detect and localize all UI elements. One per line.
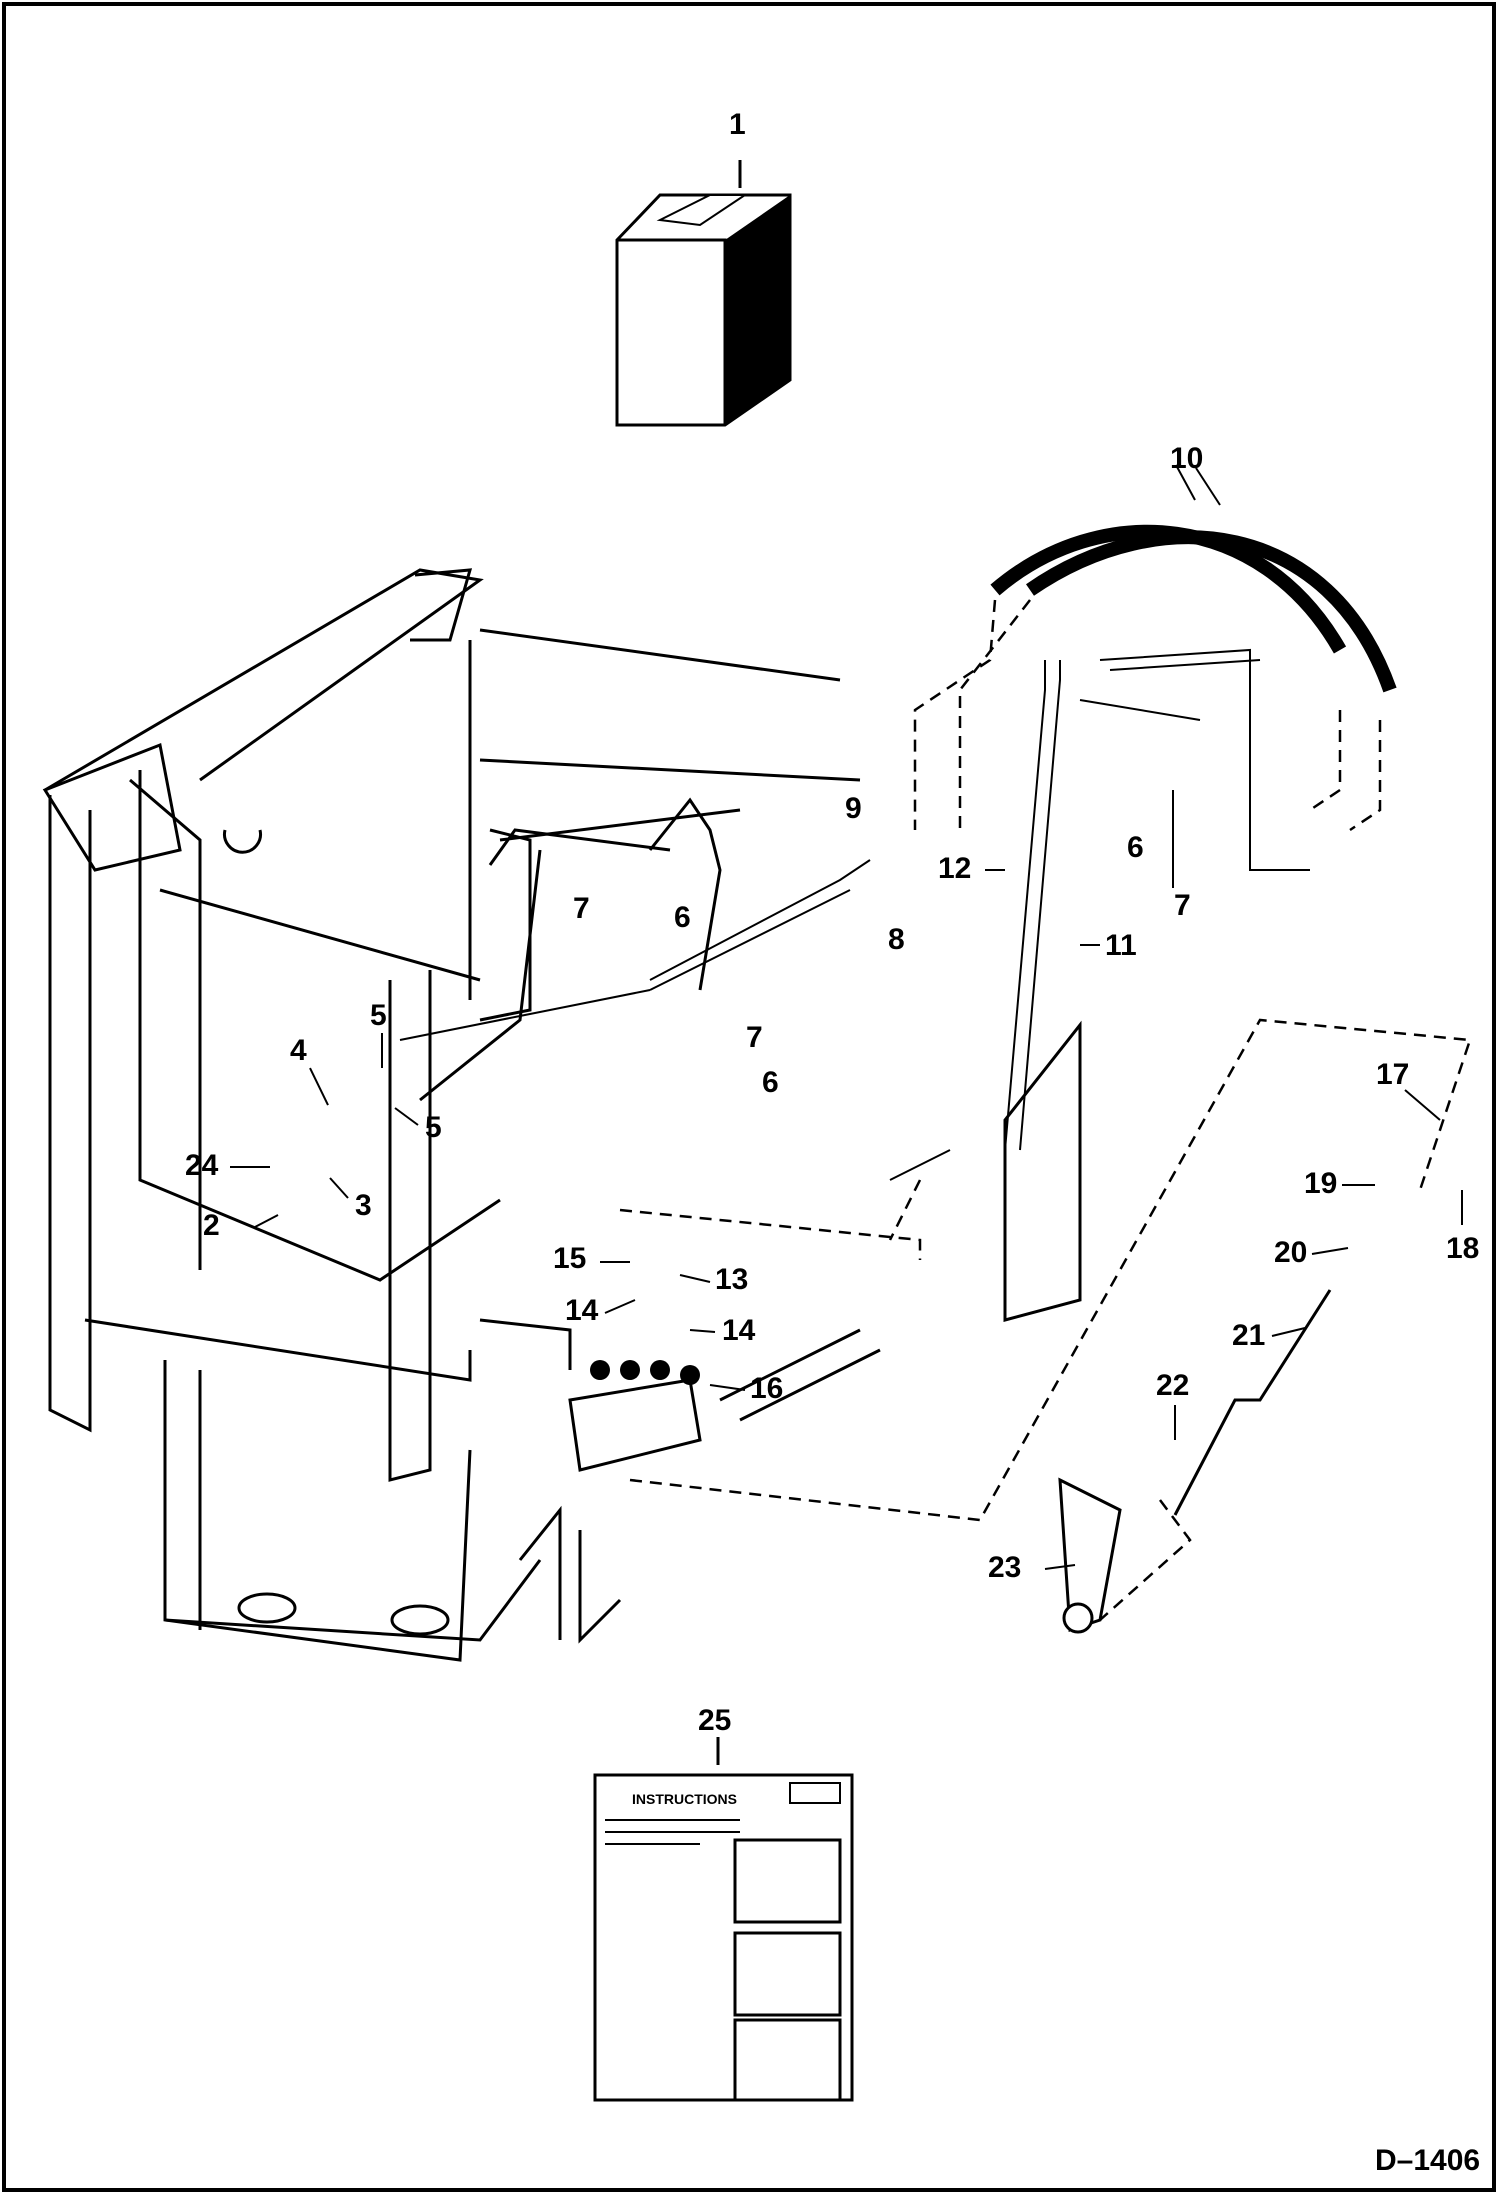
part-25-instruction-sheet: INSTRUCTIONS bbox=[593, 1737, 854, 2102]
drawing-id: D–1406 bbox=[1375, 2144, 1480, 2177]
callout-labels: 1 2 3 4 5 5 6 6 6 7 7 7 8 9 10 11 12 13 … bbox=[185, 108, 1479, 1737]
callout-12: 12 bbox=[938, 852, 971, 885]
callout-18: 18 bbox=[1446, 1232, 1479, 1265]
callout-7b: 7 bbox=[746, 1021, 763, 1054]
callout-21: 21 bbox=[1232, 1319, 1265, 1352]
instructions-title: INSTRUCTIONS bbox=[632, 1791, 737, 1807]
callout-22: 22 bbox=[1156, 1369, 1189, 1402]
callout-4: 4 bbox=[290, 1034, 307, 1067]
part-23-collar bbox=[1062, 1602, 1094, 1634]
callout-14b: 14 bbox=[722, 1314, 756, 1347]
callout-2: 2 bbox=[203, 1209, 220, 1242]
callout-9: 9 bbox=[845, 792, 862, 825]
callout-3: 3 bbox=[355, 1189, 372, 1222]
callout-13: 13 bbox=[715, 1263, 748, 1296]
callout-6b: 6 bbox=[762, 1066, 779, 1099]
callout-23: 23 bbox=[988, 1551, 1021, 1584]
callout-15: 15 bbox=[553, 1242, 586, 1275]
callout-14a: 14 bbox=[565, 1294, 599, 1327]
callout-11: 11 bbox=[1105, 929, 1137, 962]
callout-1: 1 bbox=[729, 108, 746, 141]
callout-8: 8 bbox=[888, 923, 905, 956]
callout-24: 24 bbox=[185, 1149, 219, 1182]
callout-7a: 7 bbox=[573, 892, 590, 925]
leader-dashes bbox=[619, 599, 1472, 1621]
callout-5a: 5 bbox=[370, 999, 387, 1032]
callout-19: 19 bbox=[1304, 1167, 1337, 1200]
part-1-kit-box bbox=[615, 160, 792, 427]
callout-5b: 5 bbox=[425, 1111, 442, 1144]
loader-frame bbox=[42, 568, 881, 1662]
callout-20: 20 bbox=[1274, 1236, 1307, 1269]
callout-6a: 6 bbox=[674, 901, 691, 934]
part-21-line bbox=[1173, 1289, 1332, 1516]
callout-16: 16 bbox=[750, 1372, 783, 1405]
part-23-bracket bbox=[1058, 1477, 1122, 1633]
callout-6c: 6 bbox=[1127, 831, 1144, 864]
hydraulic-lines bbox=[399, 524, 1397, 1181]
callout-7c: 7 bbox=[1174, 889, 1191, 922]
part-16-valve bbox=[568, 1360, 702, 1472]
leader-lines bbox=[230, 464, 1463, 1570]
panel-11 bbox=[1003, 1020, 1082, 1322]
callout-25: 25 bbox=[698, 1704, 731, 1737]
callout-17: 17 bbox=[1376, 1058, 1409, 1091]
